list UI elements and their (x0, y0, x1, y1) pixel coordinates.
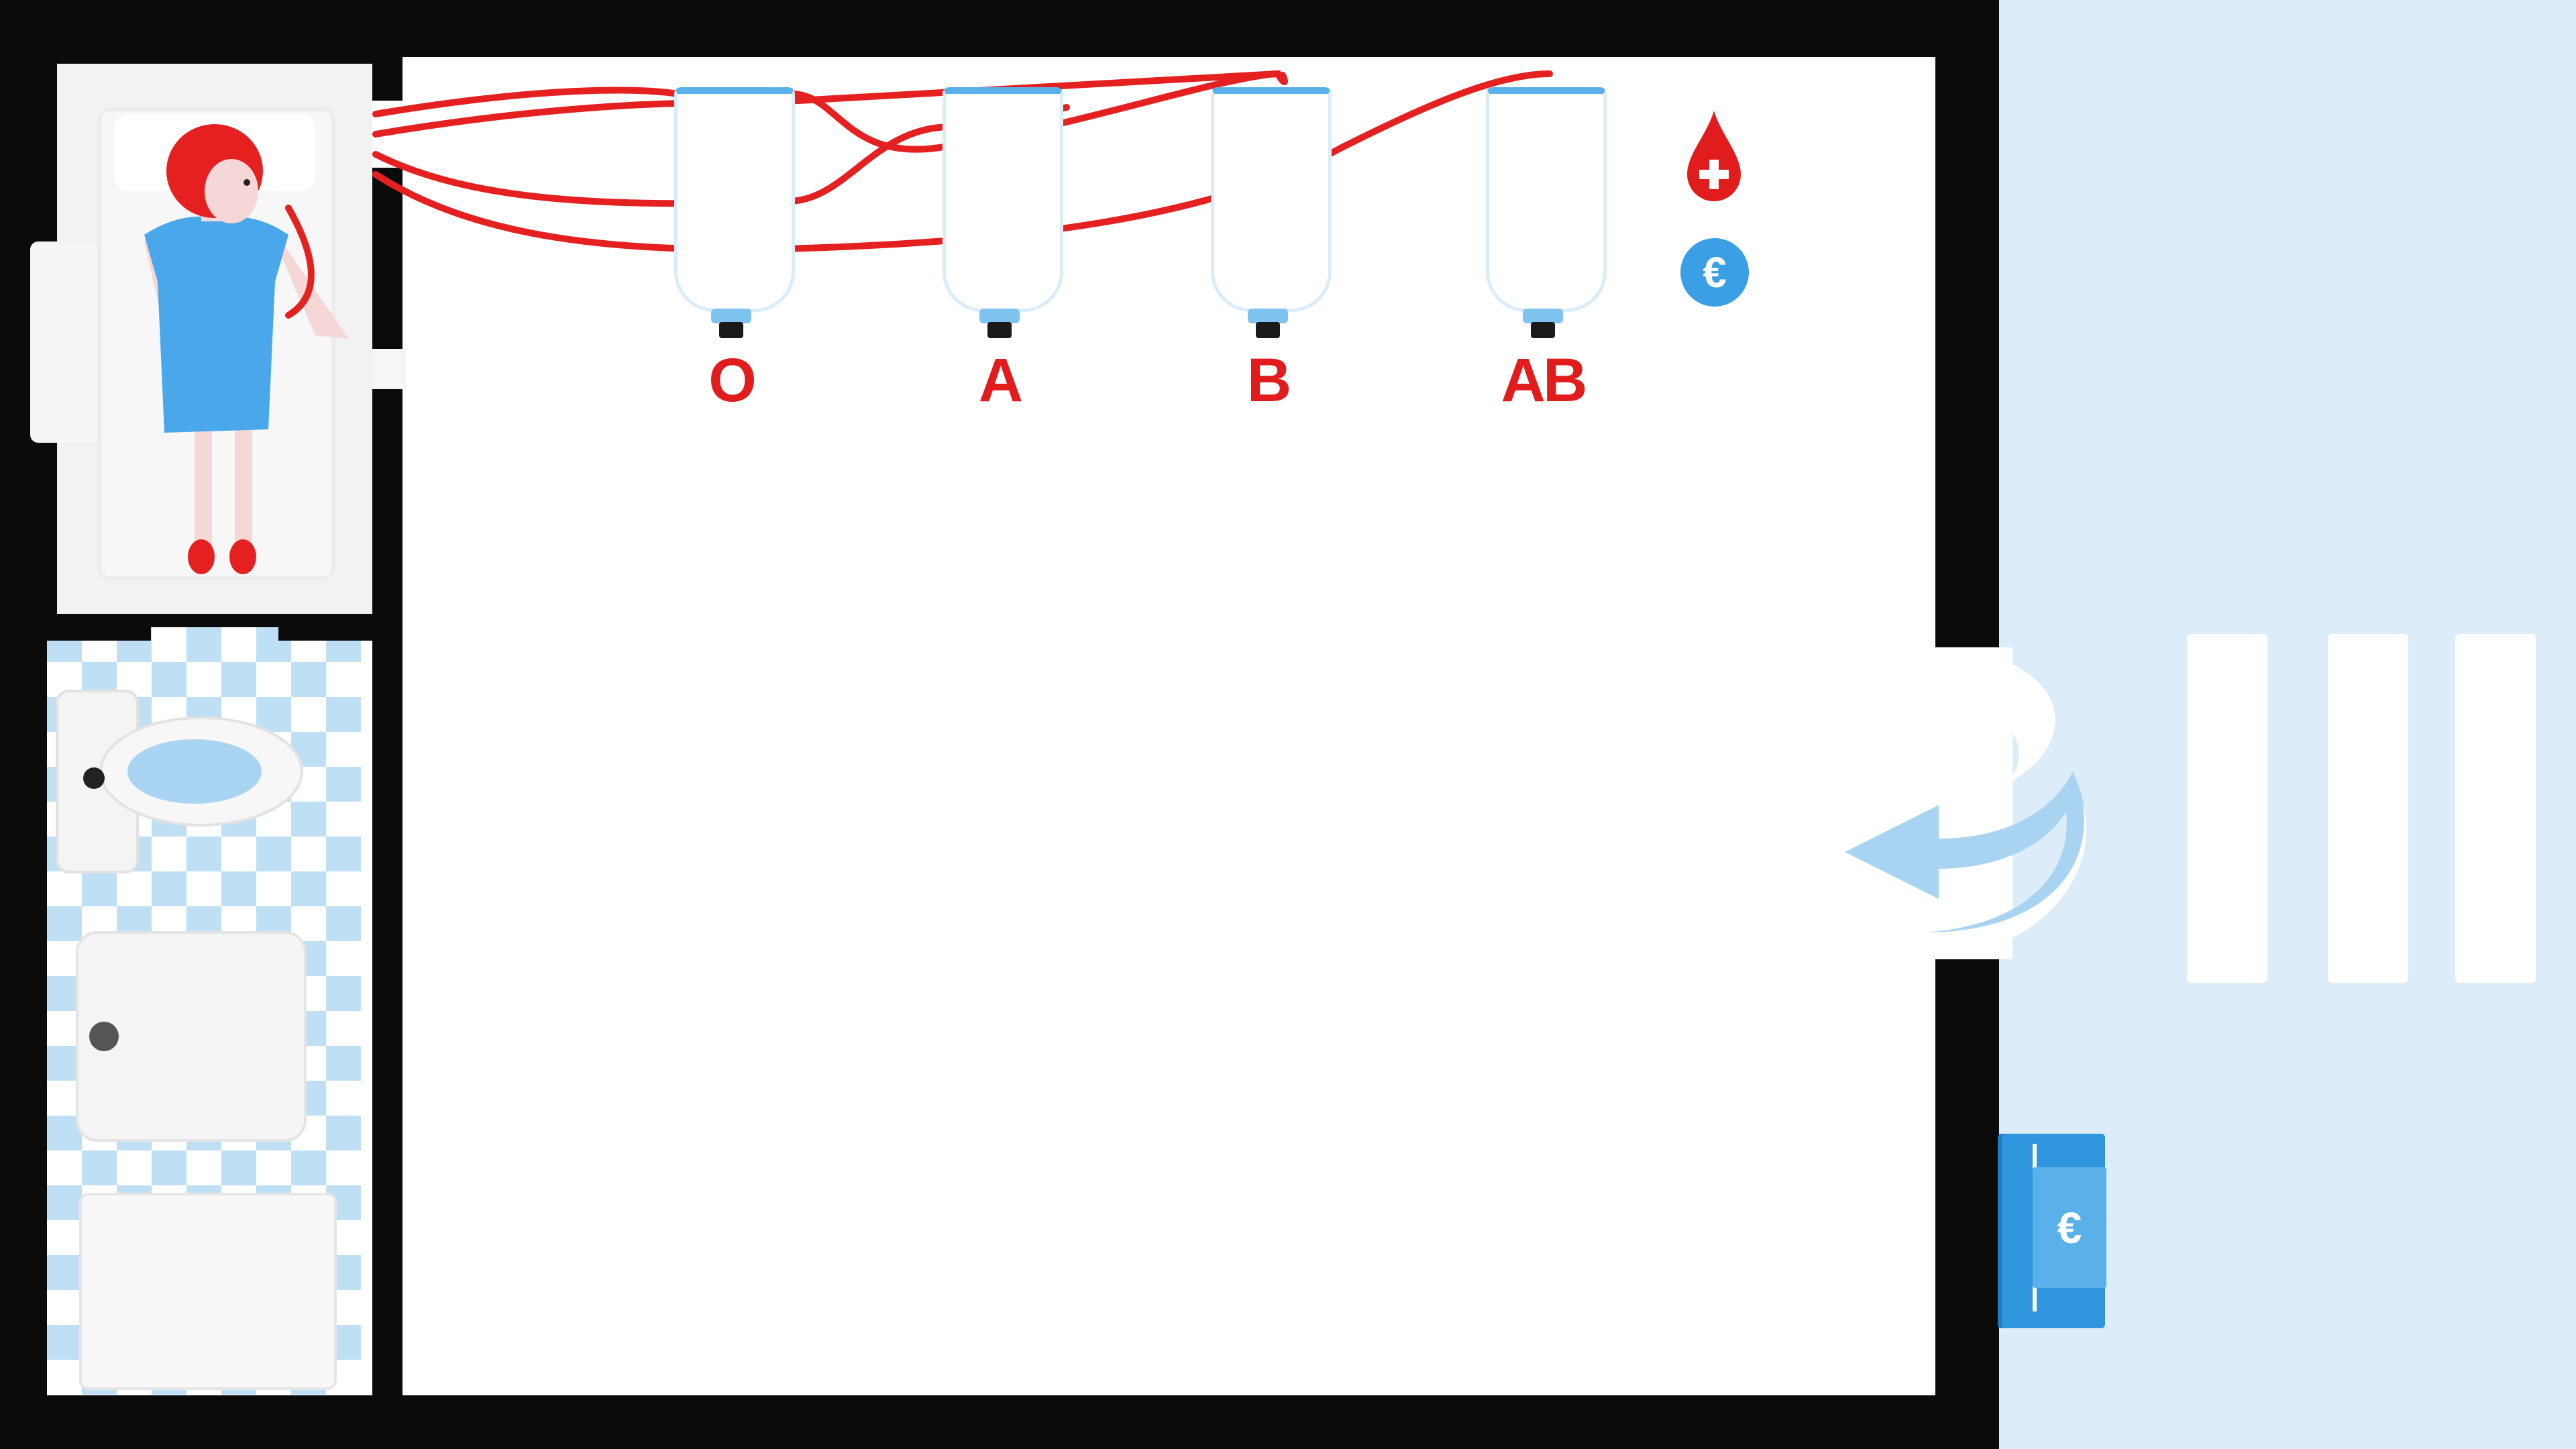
bathroom-tile (152, 871, 186, 906)
bathroom-tile (47, 1255, 82, 1290)
partition-wall (372, 57, 402, 1395)
shower-tray-icon[interactable] (76, 931, 307, 1142)
patient-room-door (372, 349, 406, 389)
bathroom-tile (326, 767, 361, 802)
bathroom-tile (186, 837, 221, 871)
euro-coin-icon[interactable]: € (1680, 238, 1749, 307)
iv-tube-patient (285, 205, 315, 319)
bathroom-tile (291, 802, 326, 837)
iv-tube-a (372, 70, 1288, 138)
blood-type-label: AB (1501, 346, 1588, 415)
iv-bag[interactable] (1211, 87, 1332, 312)
curved-arrow-left-icon[interactable] (1831, 637, 2153, 973)
wallet-flap[interactable]: € (2033, 1167, 2106, 1288)
crosswalk-stripe (2455, 634, 2536, 983)
bathroom-tile (47, 1325, 82, 1360)
bathroom-tile (256, 697, 291, 732)
iv-bag-neck (1523, 309, 1563, 323)
iv-tubes (285, 70, 1553, 319)
bathroom-tile (256, 837, 291, 871)
iv-bag-neck (1248, 309, 1288, 323)
blood-type-label: O (708, 346, 757, 415)
bathroom-tile (326, 1046, 361, 1081)
headboard (30, 241, 104, 443)
iv-tube-o (372, 70, 1278, 153)
bathroom-tile (82, 1150, 117, 1185)
blood-type-label: A (978, 346, 1023, 415)
bathroom-wall-segment (47, 617, 151, 641)
iv-bag-valve (1531, 322, 1555, 338)
main-hall-floor[interactable] (402, 57, 1935, 1395)
bathroom-tile (291, 1150, 326, 1185)
bathroom-tile (221, 1150, 256, 1185)
bathroom-wall-segment (278, 617, 372, 641)
bathroom-tile (326, 906, 361, 941)
patient-figure[interactable] (0, 0, 402, 617)
bathroom-fixtures (56, 690, 337, 1390)
iv-bag-neck (711, 309, 751, 323)
bathroom-tile (221, 871, 256, 906)
bathroom-tile (326, 837, 361, 871)
bathroom-tile (47, 906, 82, 941)
bathtub-icon[interactable] (79, 1193, 337, 1390)
bathroom-tile (291, 662, 326, 697)
bathroom-tile (326, 1116, 361, 1150)
bathroom-tile (326, 976, 361, 1011)
iv-bag[interactable] (1486, 87, 1607, 312)
bathroom-tile (221, 662, 256, 697)
crosswalk-stripe (2187, 634, 2267, 983)
wallet-euro-symbol: € (2057, 1203, 2082, 1252)
bathroom-tile (47, 1185, 82, 1220)
iv-bag-valve (987, 322, 1012, 338)
bathroom-tile (152, 662, 186, 697)
blood-type-label: B (1246, 346, 1291, 415)
iv-bag[interactable] (943, 87, 1063, 312)
blood-drop-plus-icon[interactable] (1684, 107, 1744, 208)
bathroom-tile (186, 627, 221, 662)
currency-symbol: € (1703, 248, 1727, 297)
iv-bag-valve (719, 322, 743, 338)
patient-icon[interactable] (144, 124, 349, 574)
bathroom-tile (152, 1150, 186, 1185)
iv-bag[interactable] (674, 87, 795, 312)
crosswalk-stripe (2328, 634, 2408, 983)
iv-bag-neck (979, 309, 1020, 323)
bathroom-tile (326, 697, 361, 732)
toilet-icon[interactable] (56, 690, 303, 873)
iv-bag-valve (1256, 322, 1280, 338)
bathroom-tile (291, 871, 326, 906)
bathroom-tile (82, 871, 117, 906)
